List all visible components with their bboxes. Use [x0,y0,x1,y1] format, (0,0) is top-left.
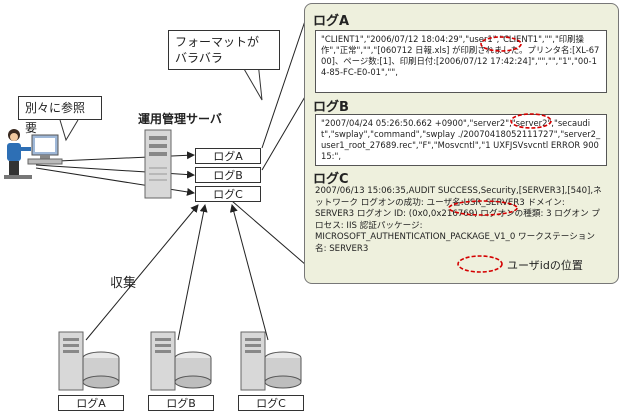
user-id-highlight-b [510,113,552,129]
log-c-sample: 2007/06/13 15:06:35,AUDIT SUCCESS,Securi… [315,186,602,254]
callout-format-line2: バラバラ [175,51,223,65]
log-a-sample: "CLIENT1","2006/07/12 18:04:29","user1",… [315,30,607,93]
log-c-title: ログC [313,172,349,187]
pointer-log-a [261,17,307,149]
legend-dashed-ellipse-icon [457,255,503,273]
user-id-highlights [448,36,552,273]
source-server-b-label: ログB [148,395,214,411]
server-log-b: ログB [195,167,261,183]
callout-individual-reference-text: 別々に参照要 [25,101,86,135]
log-a-title: ログA [313,14,350,29]
server-log-a: ログA [195,148,261,164]
log-b-title: ログB [313,100,349,115]
user-id-highlight-a [480,36,522,52]
server-with-disk-icon [240,331,302,391]
source-server-c-label: ログC [238,395,304,411]
server-log-c: ログC [195,186,261,202]
callout-format-line1: フォーマットが [175,35,260,49]
arrow-collect-b [177,204,208,341]
management-server-label: 運用管理サーバ [138,112,222,126]
source-server-a-label: ログA [58,395,124,411]
user-id-highlight-c [448,200,518,216]
callout-tail-right [239,61,263,101]
legend-label: ユーザidの位置 [507,259,583,272]
callout-tail-left [59,119,79,142]
callout-format-mismatch: フォーマットが バラバラ [168,30,280,70]
pointer-log-b [261,94,307,171]
server-with-disk-icon [150,331,212,391]
collect-label: 収集 [110,276,137,291]
pointer-log-c [231,200,307,266]
callout-individual-reference: 別々に参照要 [18,96,102,135]
server-with-disk-icon [58,331,120,391]
log-format-panel: ログA "CLIENT1","2006/07/12 18:04:29","use… [304,3,619,284]
operator-at-computer-icon [4,129,63,179]
arrow-collect-c [229,204,269,341]
management-server-icon [144,129,172,199]
arrow-collect-a [85,204,199,341]
